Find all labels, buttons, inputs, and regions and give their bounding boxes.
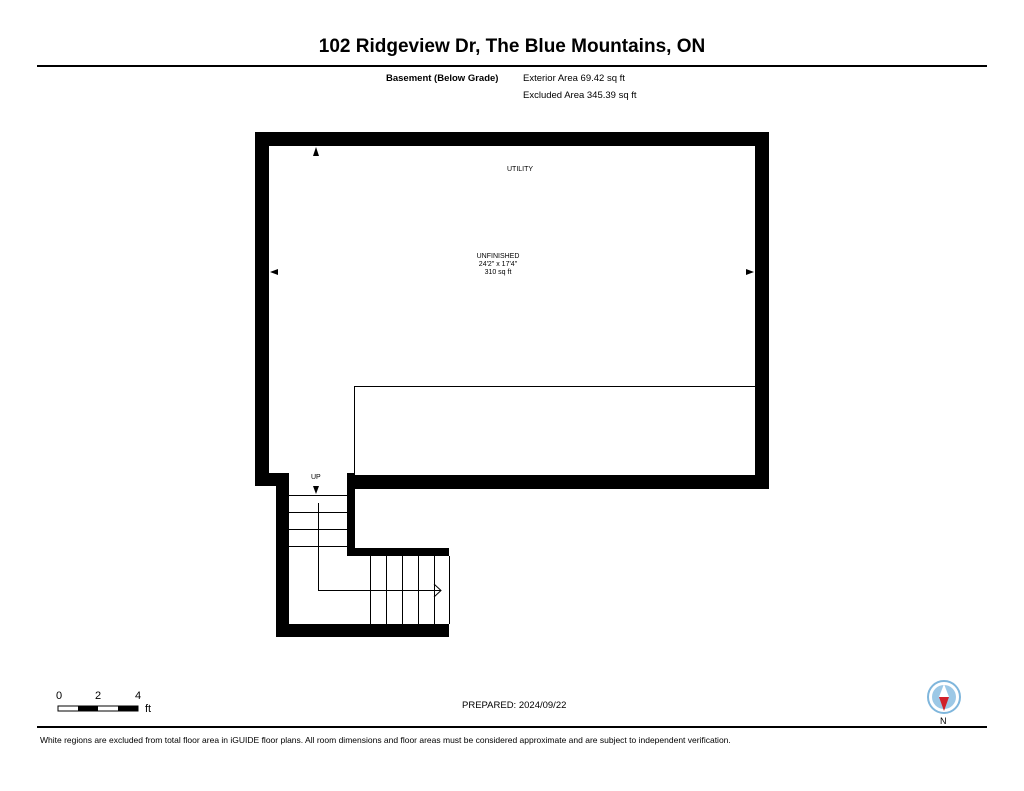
- room-dimensions: 24'2" x 17'4": [478, 261, 518, 268]
- room-label-unfinished: UNFINISHED 24'2" x 17'4" 310 sq ft: [448, 253, 548, 277]
- scale-tick-0: 0: [56, 690, 63, 702]
- room-area: 310 sq ft: [484, 269, 512, 276]
- header-divider: [37, 65, 987, 67]
- compass-icon: [927, 680, 961, 714]
- scale-tick-4: 4: [135, 690, 142, 702]
- footer-disclaimer: White regions are excluded from total fl…: [40, 735, 731, 745]
- stairs-up-label: UP: [311, 474, 321, 481]
- compass-label: N: [940, 716, 947, 726]
- stair-arrow: [318, 503, 442, 598]
- room-name: UNFINISHED: [476, 253, 520, 260]
- scale-tick-2: 2: [95, 690, 102, 702]
- exterior-area: Exterior Area 69.42 sq ft: [523, 73, 625, 84]
- footer-divider: [37, 726, 987, 728]
- walls: [255, 132, 769, 637]
- page-title: 102 Ridgeview Dr, The Blue Mountains, ON: [318, 36, 706, 57]
- scale-unit: ft: [145, 703, 152, 715]
- arrow-markers: [270, 147, 754, 494]
- floor-name: Basement (Below Grade): [386, 73, 499, 84]
- interior-lines: [289, 386, 755, 624]
- scale-bar: [57, 705, 139, 712]
- excluded-area: Excluded Area 345.39 sq ft: [523, 90, 637, 101]
- prepared-date: PREPARED: 2024/09/22: [462, 700, 567, 711]
- room-label-utility: UTILITY: [507, 166, 534, 173]
